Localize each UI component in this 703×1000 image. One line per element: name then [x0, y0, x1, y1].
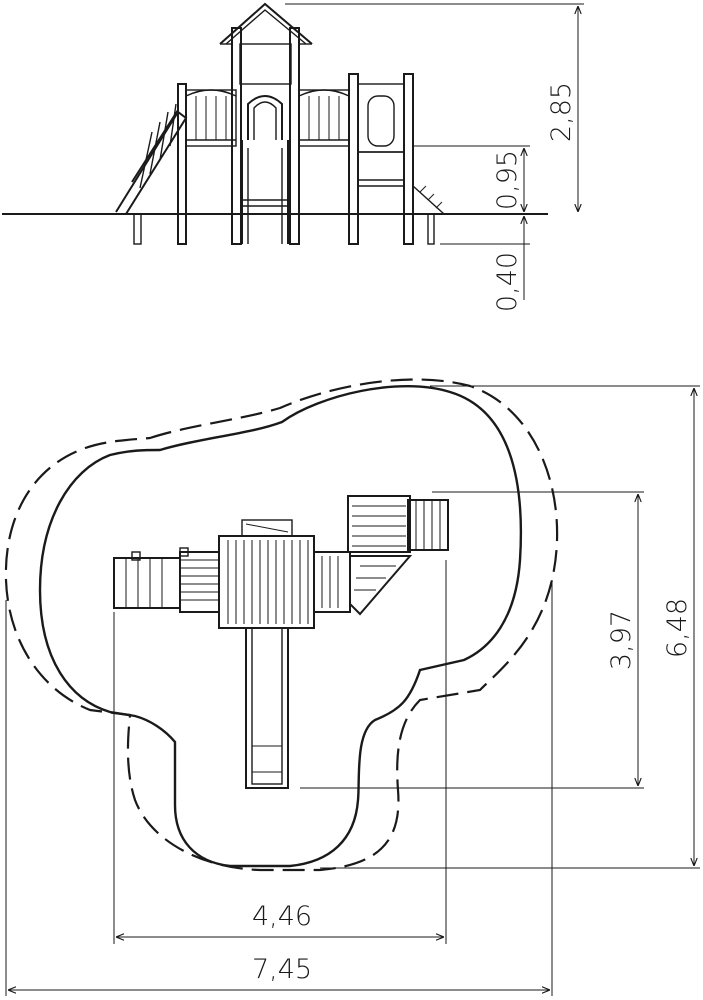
- platform-height-label: 0,95: [492, 150, 523, 210]
- right-panel: [298, 89, 350, 147]
- upper-right-tower: [347, 495, 449, 553]
- safety-zone-outline-outer: [4, 378, 559, 872]
- left-stairs: [115, 103, 188, 245]
- safety-depth-label: 6,48: [662, 598, 693, 658]
- use-area-outline: [38, 385, 523, 868]
- slide-entrance: [247, 95, 283, 140]
- post-footings: [177, 213, 435, 245]
- elevation-view: 2,85 0,95 0,40: [2, 2, 584, 312]
- foundation-depth-label: 0,40: [492, 252, 523, 312]
- right-platform: [313, 551, 413, 616]
- elevation-extension-lines: [285, 3, 584, 245]
- right-ramp: [412, 185, 445, 215]
- structure-width-label: 4,46: [252, 901, 312, 932]
- slide-chute: [241, 140, 289, 244]
- slide-plan: [245, 627, 289, 789]
- tower-roof: [219, 2, 313, 45]
- total-height-label: 2,85: [546, 82, 577, 142]
- plan-view: 3,97 6,48 4,46 7,45: [4, 378, 700, 996]
- left-platform: [113, 547, 220, 613]
- safety-width-label: 7,45: [252, 954, 312, 985]
- structure-depth-label: 3,97: [606, 610, 637, 670]
- plan-extension-lines: [5, 385, 700, 996]
- central-platform: [218, 519, 315, 629]
